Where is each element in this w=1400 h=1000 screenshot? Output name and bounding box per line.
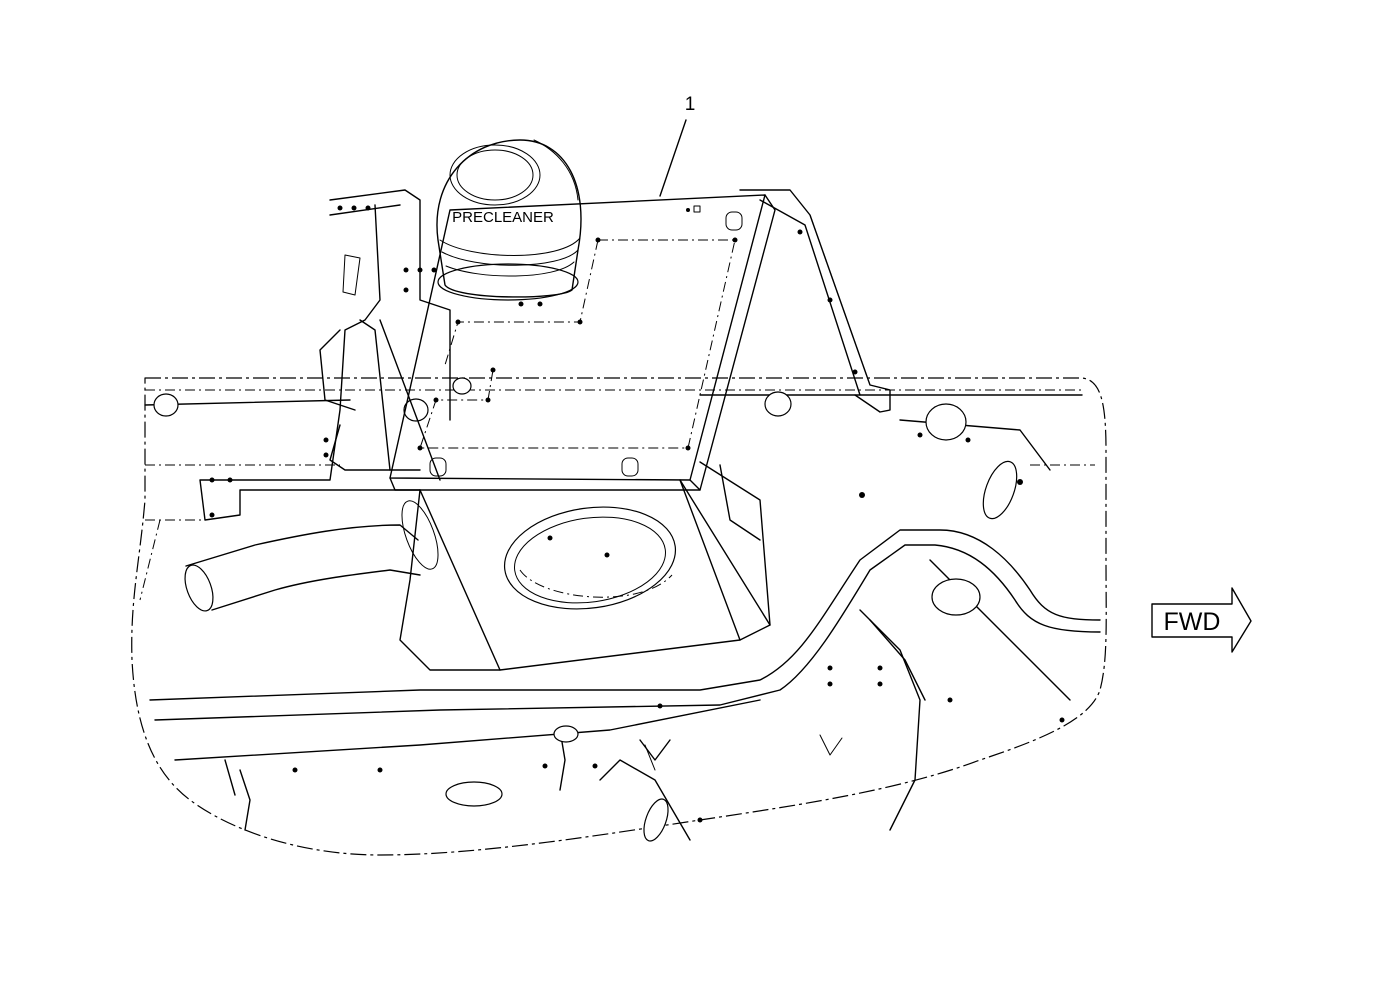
- mounting-plate: [359, 194, 776, 491]
- floor-panel: [144, 391, 1101, 842]
- right-bracket: [739, 189, 891, 413]
- intake-tube: [184, 500, 439, 612]
- lower-box-housing: [399, 461, 771, 671]
- precleaner-dome: PRECLEANER: [436, 139, 582, 307]
- callout-1: 1: [659, 94, 696, 197]
- precleaner-label: PRECLEANER: [452, 209, 554, 226]
- fwd-arrow-icon: [1151, 587, 1252, 653]
- left-bracket: [199, 189, 451, 521]
- callout-number: 1: [685, 94, 696, 115]
- phantom-frame-outline: [131, 377, 1107, 856]
- fwd-label: FWD: [1164, 608, 1221, 636]
- forward-indicator: FWD: [1151, 587, 1252, 653]
